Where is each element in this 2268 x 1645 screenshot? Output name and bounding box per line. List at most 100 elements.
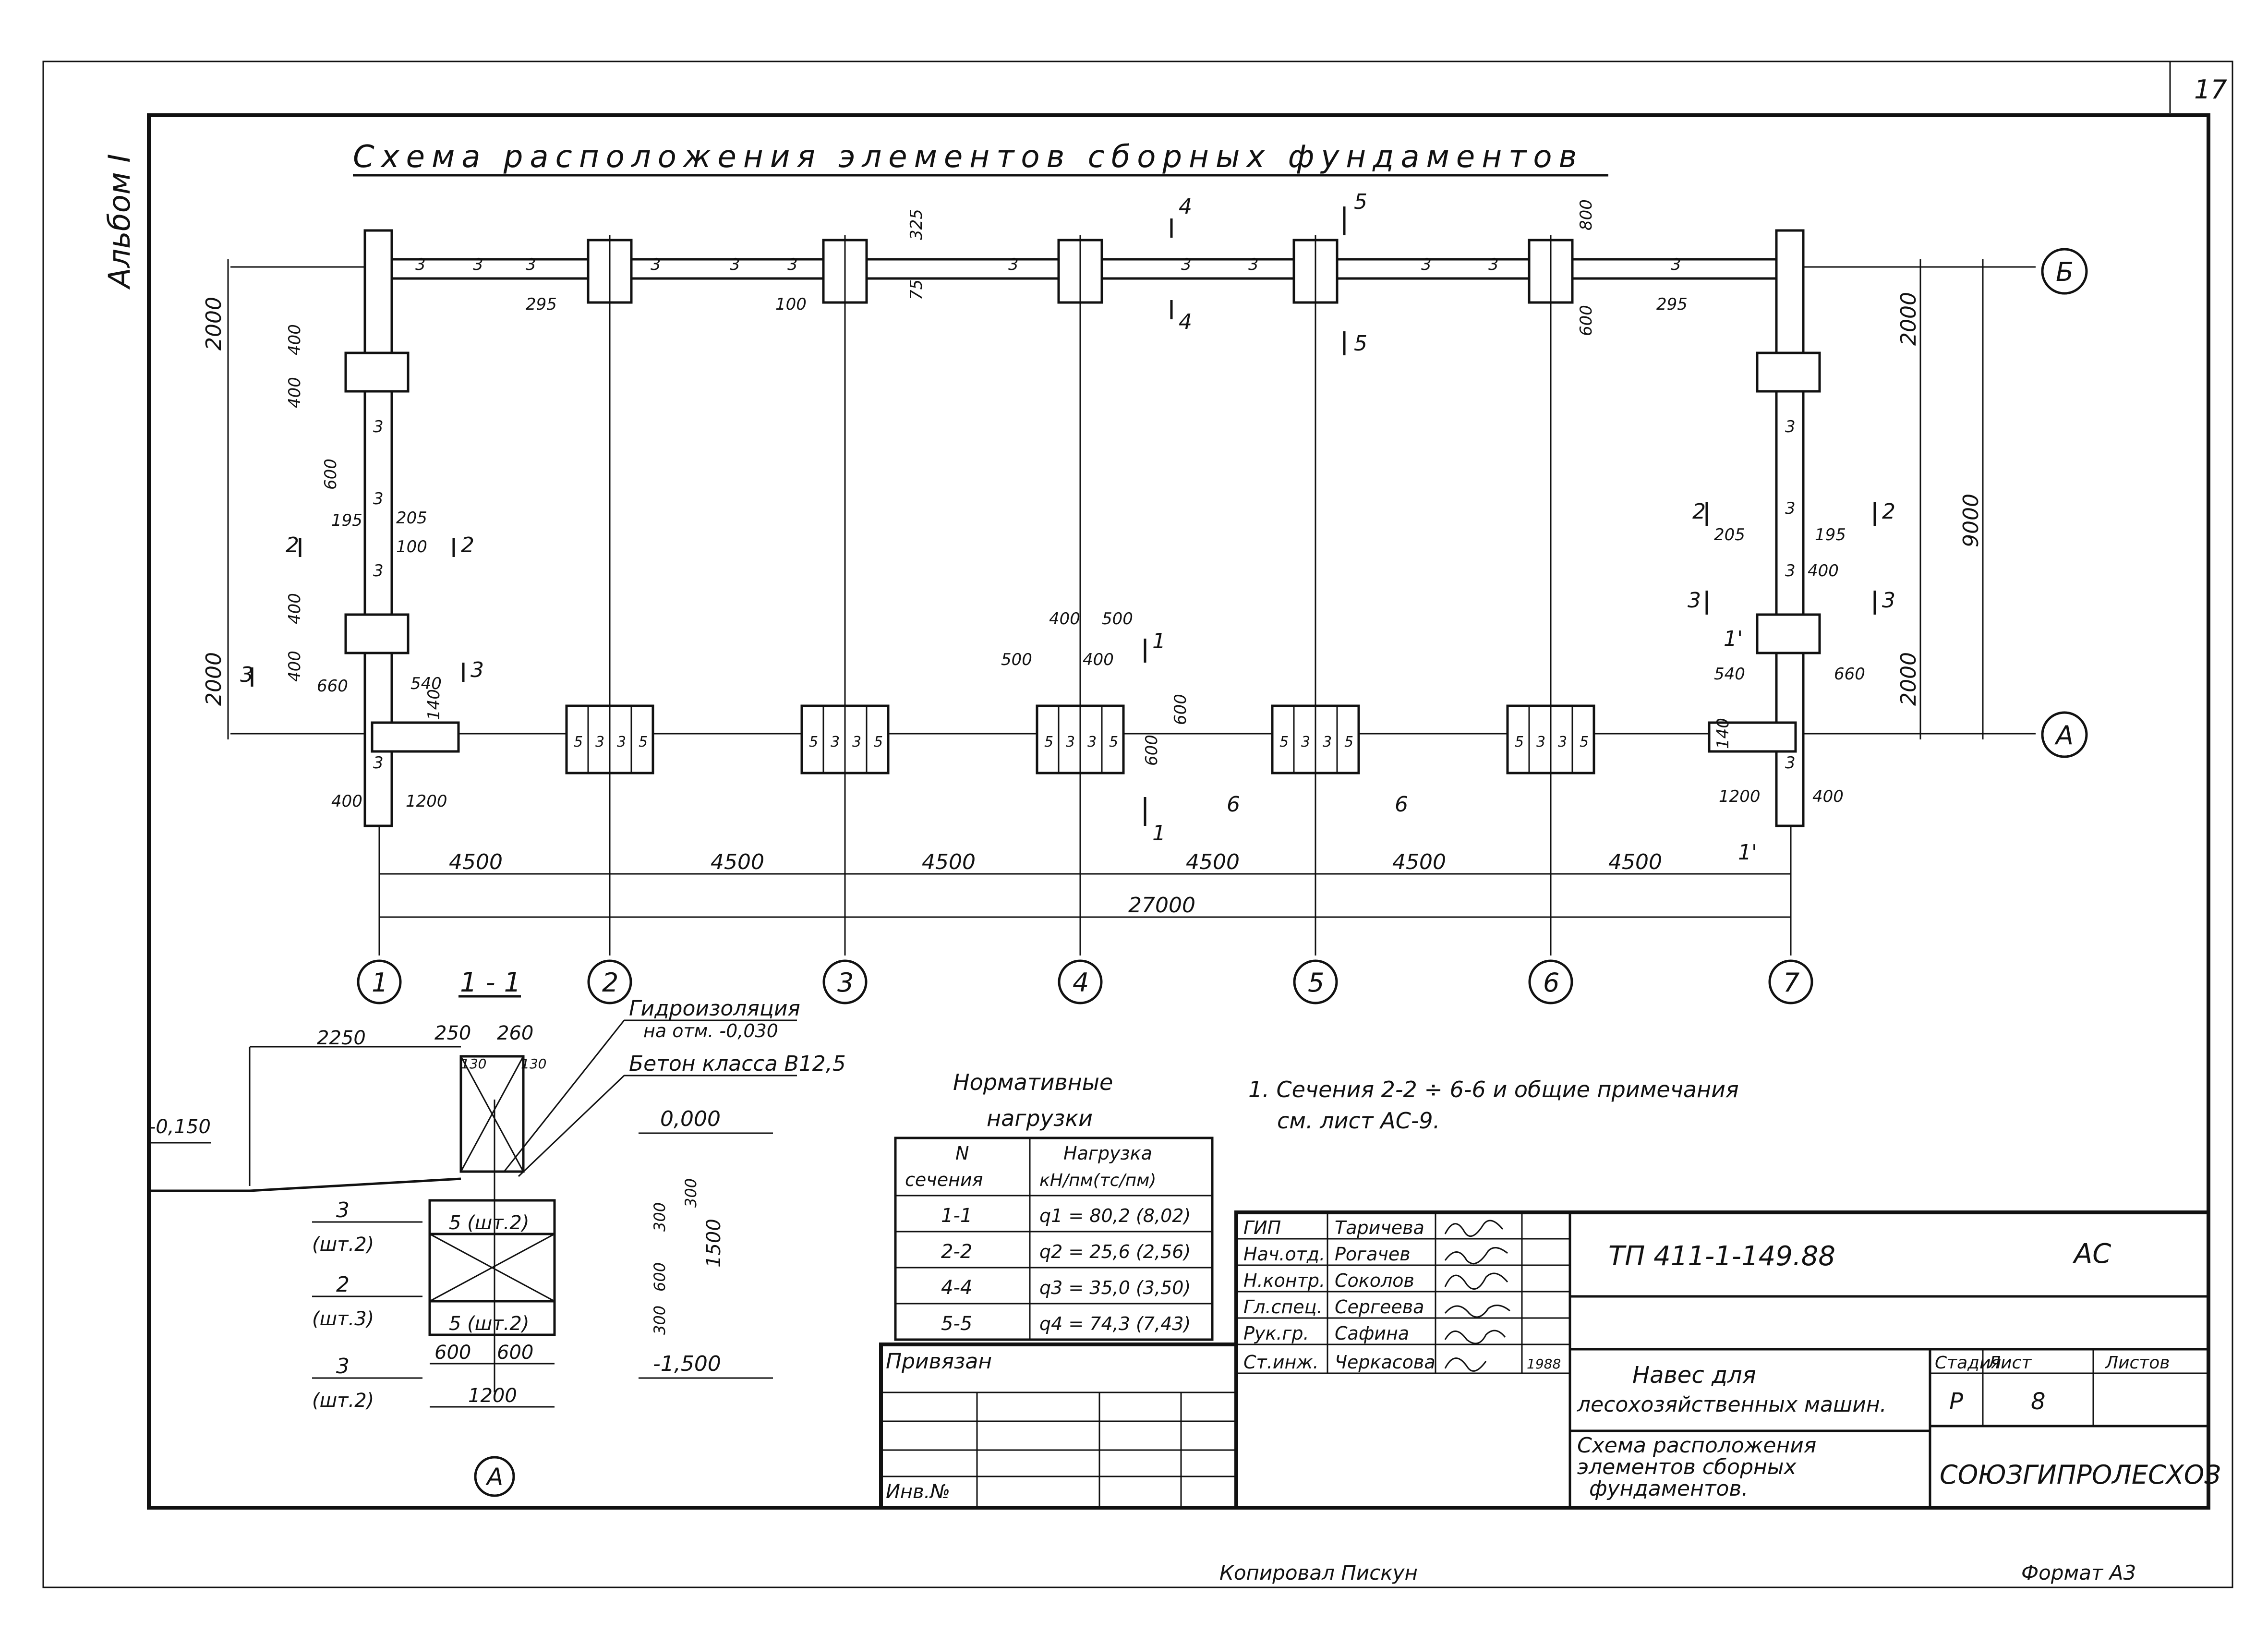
plan-dim: 800 xyxy=(1577,199,1596,230)
pilaster-block-axis-1-top xyxy=(344,351,410,393)
bind-label: Привязан xyxy=(886,1349,992,1374)
axis-label-a: А xyxy=(2054,720,2074,750)
sheet-title-line3: фундаментов. xyxy=(1589,1476,1748,1501)
project-code: ТП 411-1-149.88 xyxy=(1608,1241,1835,1272)
dim-left-top: 2000 xyxy=(202,297,226,351)
pilaster-block-axis-1-bottom xyxy=(344,613,410,654)
section-dim: 1200 xyxy=(468,1385,517,1407)
copied-by: Копировал Пискун xyxy=(1219,1561,1418,1585)
span-label: 4500 xyxy=(922,850,976,874)
span-label: 4500 xyxy=(711,850,764,874)
block-mark: 3 xyxy=(1785,561,1796,581)
section-mark: 2 xyxy=(461,533,474,557)
concrete-label: Бетон класса В12,5 xyxy=(629,1052,846,1076)
block-mark: 3 xyxy=(1066,734,1075,750)
binding-table: Привязан Инв.№ xyxy=(879,1343,1238,1510)
sheet-title-line2: элементов сборных xyxy=(1577,1455,1797,1479)
sheet-trim-line xyxy=(42,60,2233,1588)
inv-label: Инв.№ xyxy=(886,1481,950,1503)
section-mark: 5 xyxy=(1354,190,1367,214)
section-dim: 1500 xyxy=(703,1219,725,1268)
plan-dim: 205 xyxy=(1714,525,1745,544)
axis-bubble-3 xyxy=(822,959,868,1004)
plan-dim: 400 xyxy=(1049,609,1080,629)
left-label-mark: 3 xyxy=(336,1198,350,1222)
stamp-role: Ст.инж. xyxy=(1243,1352,1319,1373)
signature xyxy=(1444,1272,1508,1290)
pilaster-block-axis-7-bottom xyxy=(1756,613,1821,654)
loads-row-load: q2 = 25,6 (2,56) xyxy=(1039,1241,1191,1262)
dim-left-bottom: 2000 xyxy=(202,652,226,706)
axis-label-1: 1 xyxy=(372,968,388,998)
section-mark: 3 xyxy=(1882,588,1895,613)
loads-row-load: q3 = 35,0 (3,50) xyxy=(1039,1277,1191,1298)
loads-row-load: q1 = 80,2 (8,02) xyxy=(1039,1205,1191,1226)
stamp-name: Рогачев xyxy=(1335,1244,1411,1265)
section-dim: 300 xyxy=(651,1306,669,1335)
span-label: 4500 xyxy=(449,850,503,874)
ground-line xyxy=(149,1177,461,1192)
plan-dim: 325 xyxy=(907,209,926,240)
block-mark: 3 xyxy=(1301,734,1310,750)
block-label-top: 5 (шт.2) xyxy=(449,1212,529,1234)
block-mark: 3 xyxy=(526,255,536,274)
sheet-label: Лист xyxy=(1987,1353,2032,1373)
section-title: 1 - 1 xyxy=(460,967,521,998)
plan-dim: 400 xyxy=(285,593,304,624)
left-label-qty: (шт.2) xyxy=(312,1390,374,1412)
left-label-mark: 2 xyxy=(336,1272,350,1297)
block-mark: 3 xyxy=(617,734,626,750)
loads-row-section: 2-2 xyxy=(941,1241,972,1263)
section-dim: 600 xyxy=(434,1342,471,1364)
axis-b-column-blocks xyxy=(587,239,1574,304)
section-dim: 600 xyxy=(497,1342,533,1364)
block-mark: 3 xyxy=(1488,255,1499,274)
block-mark: 5 xyxy=(574,734,583,750)
stamp-role: Рук.гр. xyxy=(1243,1323,1309,1344)
axis-bubble-4 xyxy=(1058,959,1103,1004)
stamp-role: Н.контр. xyxy=(1243,1270,1325,1291)
block-mark: 3 xyxy=(1536,734,1545,750)
plan-dim: 600 xyxy=(321,459,340,490)
section-dimensions: 2250 250 260 130 130 300 300 600 300 150… xyxy=(317,1022,725,1407)
plan-dim: 400 xyxy=(285,324,304,355)
plan-dim: 400 xyxy=(285,651,304,682)
bottom-block-section xyxy=(428,1300,556,1336)
section-dim: 260 xyxy=(497,1022,533,1044)
block-mark: 3 xyxy=(730,255,740,274)
stamp-role: Нач.отд. xyxy=(1243,1244,1325,1265)
section-mark: 4 xyxy=(1179,194,1192,219)
block-mark: 3 xyxy=(415,255,426,274)
axis-label-4: 4 xyxy=(1073,968,1089,998)
axis-label-3: 3 xyxy=(837,968,854,998)
block-mark: 3 xyxy=(1248,255,1259,274)
note-line-2: см. лист АС-9. xyxy=(1277,1108,1440,1134)
plan-dim: 195 xyxy=(331,511,362,530)
block-mark: 5 xyxy=(1044,734,1053,750)
axis-label-5: 5 xyxy=(1308,968,1324,998)
corner-block-axis-7a xyxy=(1708,721,1797,753)
plan-dim: 660 xyxy=(1834,665,1865,684)
stamp-name: Сергеева xyxy=(1335,1296,1424,1318)
signatures xyxy=(1444,1220,1510,1372)
hatch xyxy=(429,1233,555,1302)
loads-row-load: q4 = 74,3 (7,43) xyxy=(1039,1313,1191,1334)
plan-dim: 195 xyxy=(1815,525,1846,544)
plan-dim: 400 xyxy=(285,377,304,408)
dim-right-bottom: 2000 xyxy=(1896,652,1921,706)
plan-dim: 295 xyxy=(526,295,557,314)
span-label: 4500 xyxy=(1608,850,1662,874)
plan-dim: 400 xyxy=(1808,561,1839,581)
waterproofing-label: Гидроизоляция xyxy=(629,996,800,1021)
section-mark: 5 xyxy=(1354,331,1367,356)
signature xyxy=(1444,1357,1487,1372)
plan-dim: 540 xyxy=(410,674,442,693)
object-title-line1: Навес для xyxy=(1632,1362,1756,1389)
axis-bubble-2 xyxy=(587,959,632,1004)
stage-value: Р xyxy=(1949,1388,1963,1415)
